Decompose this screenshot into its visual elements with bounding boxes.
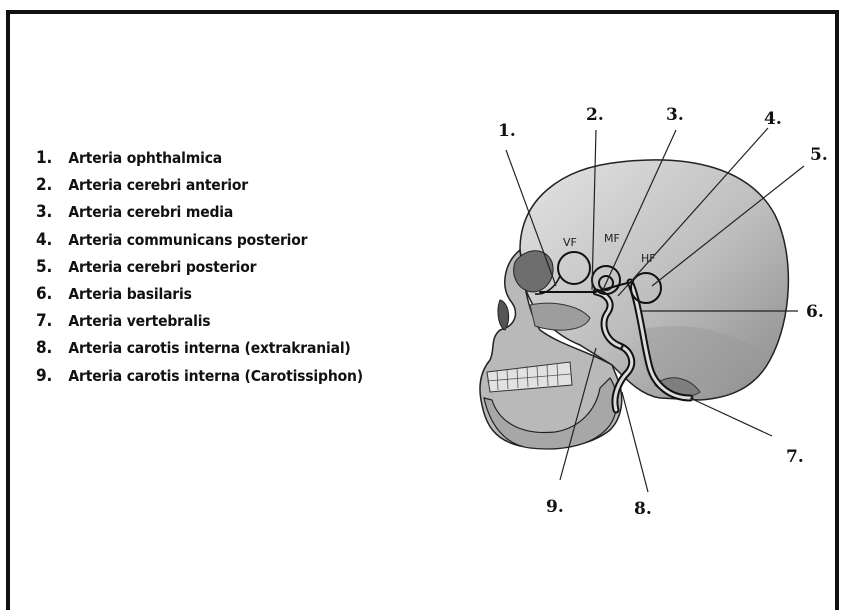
leader-line bbox=[690, 398, 772, 436]
callout-label: 6. bbox=[806, 302, 824, 322]
orbit bbox=[514, 251, 553, 292]
callout-label: 2. bbox=[586, 105, 604, 125]
callout-label: 8. bbox=[634, 499, 652, 519]
nasal-cavity bbox=[498, 300, 509, 330]
callout-label: 7. bbox=[786, 447, 804, 467]
callout-label: 9. bbox=[546, 497, 564, 517]
callout-label: 1. bbox=[498, 121, 516, 141]
callout-label: 5. bbox=[810, 145, 828, 165]
callout-label: 3. bbox=[666, 105, 684, 125]
callout-label: 4. bbox=[764, 109, 782, 129]
zone-label-hf: HF bbox=[641, 252, 656, 265]
leader-line bbox=[622, 392, 648, 492]
zone-label-vf: VF bbox=[563, 236, 577, 249]
zone-label-mf: MF bbox=[604, 232, 620, 245]
